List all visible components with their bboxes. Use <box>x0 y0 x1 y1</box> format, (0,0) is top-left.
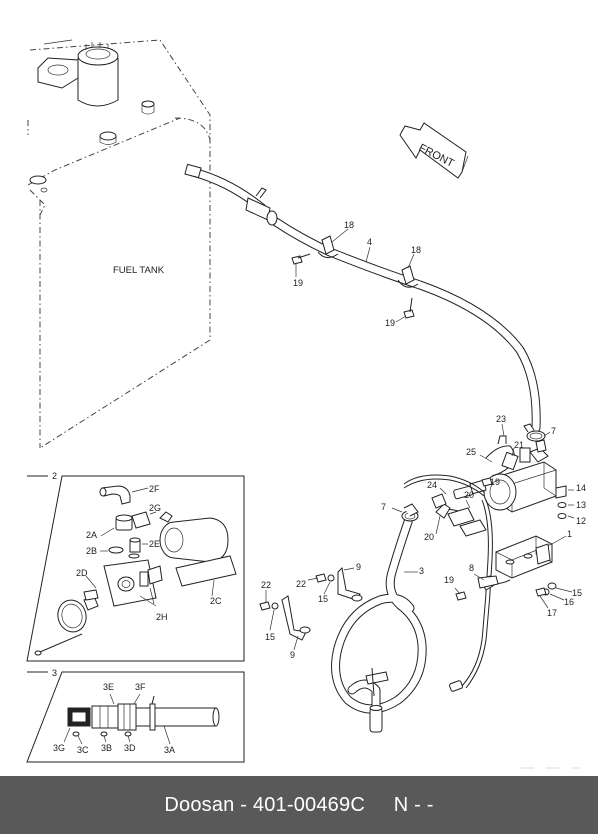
detail-3-number: 3 <box>52 668 57 678</box>
label-20-a: 20 <box>464 490 474 500</box>
bolt-19-b <box>403 297 415 319</box>
label-20-b: 20 <box>424 532 434 542</box>
bolt-22-a <box>315 573 335 583</box>
bracket-9-b <box>281 595 311 641</box>
label-16: 16 <box>564 597 574 607</box>
detail-3: 3 3E 3F 3G 3C 3B 3D 3A <box>26 668 245 763</box>
label-1: 1 <box>567 529 572 539</box>
hardware-12-13-14 <box>555 485 567 519</box>
tank-label: FUEL TANK <box>113 265 165 276</box>
label-3g: 3G <box>53 743 65 753</box>
label-18-a: 18 <box>344 220 354 230</box>
hardware-15-16-17 <box>535 582 557 597</box>
label-23: 23 <box>496 414 506 424</box>
label-3b: 3B <box>101 743 112 753</box>
clamp-7-b <box>401 503 419 522</box>
detail-2-number: 2 <box>52 471 57 481</box>
label-25: 25 <box>466 447 476 457</box>
bracket-20-24 <box>431 493 475 527</box>
fuel-pump <box>453 439 557 579</box>
label-7-b: 7 <box>381 502 386 512</box>
label-2a: 2A <box>86 530 97 540</box>
clamp-7-a <box>523 423 546 442</box>
label-19-c: 19 <box>444 575 454 585</box>
label-19-b: 19 <box>385 318 395 328</box>
label-12: 12 <box>576 516 586 526</box>
label-21: 21 <box>514 440 524 450</box>
label-3e: 3E <box>103 682 114 692</box>
callouts: 18 4 19 18 19 23 7 21 25 24 20 19 20 7 1… <box>261 220 586 660</box>
label-9-a: 9 <box>356 562 361 572</box>
label-22-a: 22 <box>296 579 306 589</box>
label-3d: 3D <box>124 743 136 753</box>
bracket-9-a <box>337 566 363 602</box>
label-2h: 2H <box>156 612 168 622</box>
clamp-18-a <box>317 235 339 258</box>
label-22-b: 22 <box>261 580 271 590</box>
detail-2: 2 2F 2G 2A 2E 2B 2C <box>26 471 245 662</box>
fuel-tank: FUEL TANK <box>27 39 211 449</box>
label-18-b: 18 <box>411 245 421 255</box>
label-2e: 2E <box>149 539 160 549</box>
label-8: 8 <box>469 563 474 573</box>
label-2g: 2G <box>149 503 161 513</box>
label-9-b: 9 <box>290 650 295 660</box>
bolt-19-a <box>291 253 311 265</box>
label-2f: 2F <box>149 484 160 494</box>
bolt-19-c <box>455 591 467 601</box>
footer-text: Doosan - 401-00469C N - - <box>164 793 434 816</box>
clamp-18-b <box>397 265 419 288</box>
parts-diagram: FUEL TANK FRONT <box>26 39 586 769</box>
label-17: 17 <box>547 608 557 618</box>
label-2b: 2B <box>86 546 97 556</box>
bolt-19-d <box>481 477 493 487</box>
label-2c: 2C <box>210 596 222 606</box>
label-24: 24 <box>427 480 437 490</box>
front-arrow: FRONT <box>399 122 469 179</box>
label-3c: 3C <box>77 745 89 755</box>
label-3: 3 <box>419 566 424 576</box>
bolt-22-b <box>259 601 279 611</box>
label-14: 14 <box>576 483 586 493</box>
label-15-b: 15 <box>265 632 275 642</box>
label-15-c: 15 <box>572 588 582 598</box>
label-19-a: 19 <box>293 278 303 288</box>
label-15-a: 15 <box>318 594 328 604</box>
label-19-d: 19 <box>490 477 500 487</box>
label-3a: 3A <box>164 745 175 755</box>
label-2d: 2D <box>76 568 88 578</box>
label-7-a: 7 <box>551 426 556 436</box>
footer-bar: Doosan - 401-00469C N - - <box>0 776 598 834</box>
hose-4 <box>184 163 541 433</box>
label-13: 13 <box>576 500 586 510</box>
label-3f: 3F <box>135 682 146 692</box>
hose-3 <box>331 517 427 733</box>
label-4: 4 <box>367 237 372 247</box>
